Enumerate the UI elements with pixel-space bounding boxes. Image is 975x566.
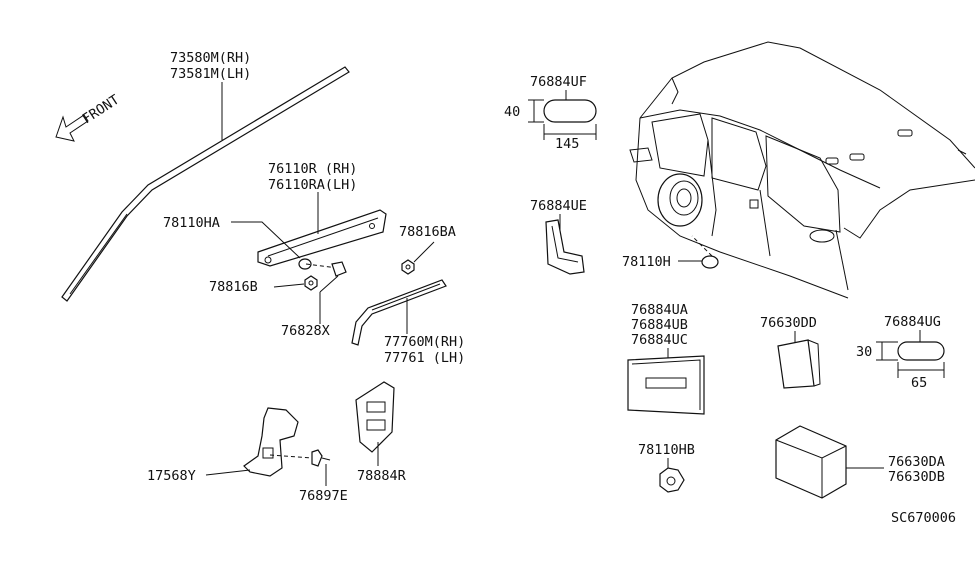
label-73581m: 73581M(LH) [170,66,251,82]
label-17568y: 17568Y [147,468,196,484]
label-76630dd: 76630DD [760,315,817,331]
dim-145: 145 [555,136,579,152]
label-76884ub: 76884UB [631,317,688,333]
label-73580m: 73580M(RH) [170,50,251,66]
dim-40: 40 [504,104,520,120]
screw-76897e-part [311,449,331,467]
dashed-line [269,454,313,459]
label-77761: 77761 (LH) [384,350,465,366]
leader-line [231,221,301,259]
label-76884ug: 76884UG [884,314,941,330]
label-76630db: 76630DB [888,469,945,485]
label-78816ba: 78816BA [399,224,456,240]
label-76110r: 76110R (RH) [268,161,357,177]
vehicle-illustration [629,41,975,299]
label-78110ha: 78110HA [163,215,220,231]
nut-78816ba-part [401,259,415,275]
dimension-lines [876,341,945,378]
block-76630da-part [775,425,847,499]
leader-line [205,469,251,476]
clip-78110ha-part [298,258,312,270]
bracket-78884r-part [355,381,395,453]
clip-78110h-part [701,255,719,269]
label-76884uf: 76884UF [530,74,587,90]
label-77760m: 77760M(RH) [384,334,465,350]
dim-30: 30 [856,344,872,360]
label-76110ra: 76110RA(LH) [268,177,357,193]
label-78884r: 78884R [357,468,407,484]
pad-76630dd-part [777,339,821,389]
nut-78816b-part [304,275,318,291]
pad-76884ua-part [627,355,705,415]
label-76897e: 76897E [299,488,348,504]
leader-line [273,283,305,288]
pad-76884ug-part [897,341,945,361]
dimension-lines [528,99,597,140]
front-arrow-icon [55,114,89,142]
dashed-line [691,235,713,257]
label-78816b: 78816B [209,279,258,295]
label-76630da: 76630DA [888,454,945,470]
clip-76828x-part [331,261,347,277]
front-label: FRONT [79,92,122,128]
diagram-code: SC670006 [891,510,956,526]
lower-garnish-part [351,279,447,346]
dashed-line [305,263,339,269]
label-76828x: 76828X [281,323,330,339]
label-76884ua: 76884UA [631,302,688,318]
label-78110hb: 78110HB [638,442,695,458]
pad-76884ue-part [545,219,585,275]
roof-molding-part [61,66,350,302]
label-76884ue: 76884UE [530,198,587,214]
label-76884uc: 76884UC [631,332,688,348]
clip-78110hb-part [659,467,685,493]
pillar-garnish-part [257,209,387,267]
leader-line [319,275,339,293]
dim-65: 65 [911,375,927,391]
label-78110h: 78110H [622,254,671,270]
pad-76884uf-part [543,99,597,123]
leader-line [413,241,435,263]
bracket-17568y-part [243,407,299,477]
